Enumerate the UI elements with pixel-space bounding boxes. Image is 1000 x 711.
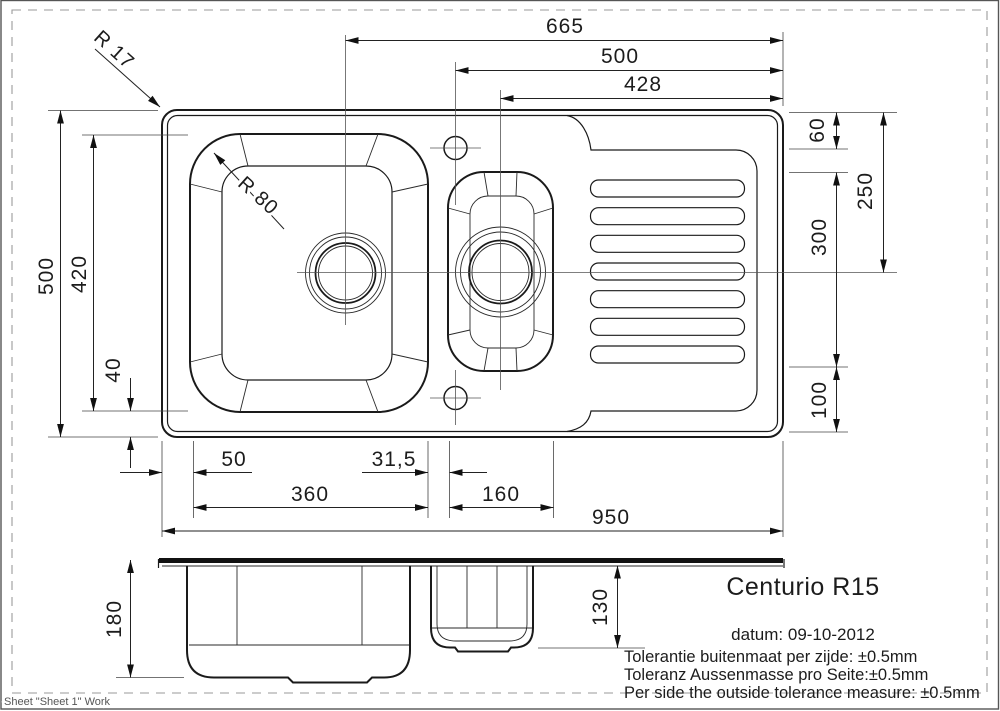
drawing-date: datum: 09-10-2012 (731, 625, 875, 644)
tolerance-line-nl: Tolerantie buitenmaat per zijde: ±0.5mm (624, 648, 917, 666)
dim-950-label: 950 (592, 506, 630, 529)
rim-outline (161, 109, 784, 438)
small-bowl-profile (430, 565, 534, 653)
main-bowl (189, 133, 429, 413)
sheet-label: Sheet "Sheet 1" Work (4, 696, 111, 708)
dim-300-label: 300 (808, 218, 831, 256)
dim-60-label: 60 (806, 117, 829, 142)
sink-top-view: R 17 R 80 (86, 23, 897, 438)
dimensions-right: 60 250 300 100 (789, 112, 897, 433)
dim-428-label: 428 (624, 73, 662, 96)
dim-100-label: 100 (808, 381, 831, 419)
centerlines (297, 35, 897, 425)
tolerance-line-de: Toleranz Aussenmasse pro Seite:±0.5mm (624, 666, 928, 684)
bowl-corner-radius-label: R 80 (233, 172, 282, 219)
dim-31-5-label: 31,5 (372, 448, 417, 471)
title-block: Centurio R15 datum: 09-10-2012 Toleranti… (624, 573, 980, 702)
dimensions-bottom: 50 31,5 360 160 950 (120, 441, 784, 537)
product-name: Centurio R15 (726, 573, 879, 601)
dim-50-label: 50 (221, 448, 246, 471)
sink-side-view: 180 130 (103, 558, 785, 684)
dimensions-left: 500 420 40 (35, 110, 188, 468)
dim-500-top-label: 500 (601, 45, 639, 68)
tolerance-line-en: Per side the outside tolerance measure: … (624, 684, 980, 702)
dim-500-left-label: 500 (35, 257, 58, 295)
dim-180-label: 180 (103, 600, 126, 638)
dim-130-label: 130 (589, 588, 612, 626)
dim-250-label: 250 (854, 172, 877, 210)
dim-360-label: 360 (291, 483, 329, 506)
dim-665-label: 665 (546, 15, 584, 38)
radius-callouts: R 17 R 80 (86, 23, 286, 230)
dimensions-top: 665 500 428 (345, 15, 784, 106)
dim-420-label: 420 (68, 255, 91, 293)
main-bowl-profile (186, 565, 411, 684)
dim-40-label: 40 (102, 357, 125, 382)
drainboard-ribs (589, 179, 746, 364)
drainboard (566, 114, 758, 433)
dim-160-label: 160 (482, 483, 520, 506)
